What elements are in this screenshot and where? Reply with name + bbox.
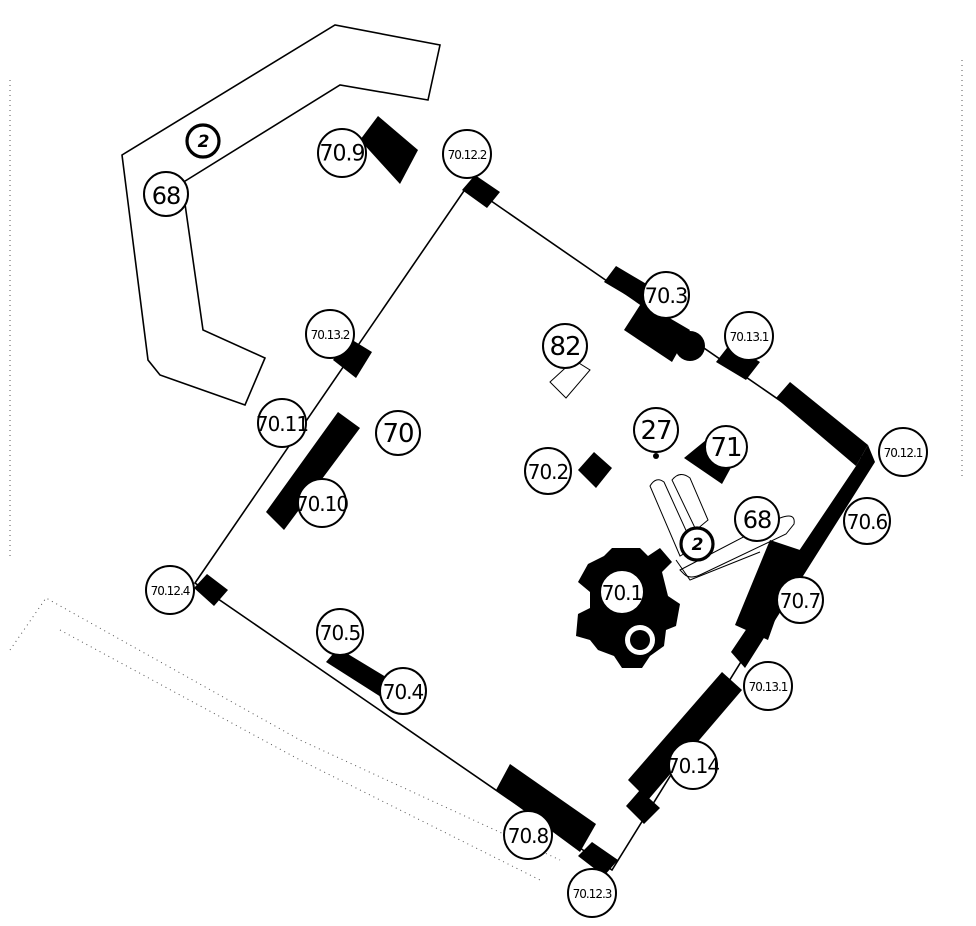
svg-text:70.3: 70.3 <box>645 284 688 308</box>
svg-text:27: 27 <box>640 416 671 446</box>
svg-text:70.5: 70.5 <box>320 621 361 645</box>
building-70-7 <box>735 540 800 640</box>
marker-27-dot <box>653 453 659 459</box>
building-70-14 <box>628 672 742 800</box>
building-70-3 <box>624 302 690 362</box>
building-70-10 <box>266 412 360 530</box>
label-70-11: 70.11 <box>256 398 309 448</box>
label-70-13-2: 70.13.2 <box>305 309 355 359</box>
label-82: 82 <box>542 323 588 369</box>
building-70-12-2-wall <box>462 175 500 208</box>
building-70-3-round <box>675 331 705 361</box>
building-70-13-1-wall <box>716 344 760 380</box>
label-68-strip: 68 <box>143 171 189 217</box>
svg-text:82: 82 <box>549 332 580 362</box>
label-70-2: 70.2 <box>524 447 572 495</box>
label-70-13-1-bottom: 70.13.1 <box>743 661 793 711</box>
label-70-7: 70.7 <box>776 576 824 624</box>
label-70-8: 70.8 <box>503 810 553 860</box>
svg-text:68: 68 <box>743 506 772 534</box>
label-71: 71 <box>704 425 748 469</box>
label-70-10: 70.10 <box>296 478 349 528</box>
label-70-13-1-top: 70.13.1 <box>724 311 774 361</box>
svg-text:70.13.1: 70.13.1 <box>749 680 788 694</box>
buildings <box>194 116 875 876</box>
label-70-3: 70.3 <box>642 271 690 319</box>
path-strip-outline <box>121 24 441 407</box>
label-70-4: 70.4 <box>379 667 427 715</box>
wall-east-long <box>731 445 875 668</box>
label-70: 70 <box>375 410 421 456</box>
svg-text:70.2: 70.2 <box>528 460 569 484</box>
svg-text:70.14: 70.14 <box>667 754 720 778</box>
svg-text:70.12.1: 70.12.1 <box>884 446 923 460</box>
svg-text:70.10: 70.10 <box>296 492 349 516</box>
building-70-2 <box>578 452 612 488</box>
svg-text:70.6: 70.6 <box>847 510 888 534</box>
label-70-12-1: 70.12.1 <box>878 427 928 477</box>
label-27: 27 <box>633 407 679 453</box>
building-70-12-4-wall <box>194 574 228 606</box>
wall-east-upper <box>776 382 868 466</box>
svg-text:70.8: 70.8 <box>508 824 549 848</box>
svg-text:70.1: 70.1 <box>602 581 643 605</box>
label-70-6: 70.6 <box>843 497 891 545</box>
label-70-12-2: 70.12.2 <box>442 129 492 179</box>
label-70-1: 70.1 <box>599 569 645 615</box>
label-70-12-4: 70.12.4 <box>145 565 195 615</box>
building-71 <box>684 440 734 484</box>
label-70-5: 70.5 <box>316 608 364 656</box>
faint-traces <box>9 60 963 881</box>
svg-text:70.7: 70.7 <box>780 589 821 613</box>
label-70-9: 70.9 <box>317 128 367 178</box>
building-70-14-foot <box>626 790 660 824</box>
svg-text:2: 2 <box>198 132 209 152</box>
svg-text:70.12.2: 70.12.2 <box>448 148 487 162</box>
well-dot <box>630 630 650 650</box>
svg-text:70.4: 70.4 <box>383 680 424 704</box>
svg-text:71: 71 <box>710 433 741 463</box>
building-70-12-3-wall <box>578 842 618 876</box>
svg-text:2: 2 <box>692 535 703 555</box>
svg-text:70.12.4: 70.12.4 <box>151 584 190 598</box>
svg-text:70.13.1: 70.13.1 <box>730 330 769 344</box>
label-2-strip: 2 <box>185 123 221 159</box>
building-70-9 <box>360 116 418 184</box>
labels: 68 2 70.9 70.12.2 70.3 70.13.1 82 70.13.… <box>143 123 928 918</box>
svg-text:68: 68 <box>152 182 181 210</box>
structure-68-inner-2 <box>675 551 761 581</box>
label-68-inner: 68 <box>734 496 780 542</box>
svg-text:70.12.3: 70.12.3 <box>573 887 612 901</box>
building-70-8 <box>496 764 596 852</box>
label-70-14: 70.14 <box>667 740 720 790</box>
svg-text:70: 70 <box>382 419 413 449</box>
svg-text:70.11: 70.11 <box>256 412 308 436</box>
svg-text:70.13.2: 70.13.2 <box>311 328 350 342</box>
label-70-12-3: 70.12.3 <box>567 868 617 918</box>
svg-text:70.9: 70.9 <box>320 142 365 167</box>
label-2-inner: 2 <box>679 526 715 562</box>
